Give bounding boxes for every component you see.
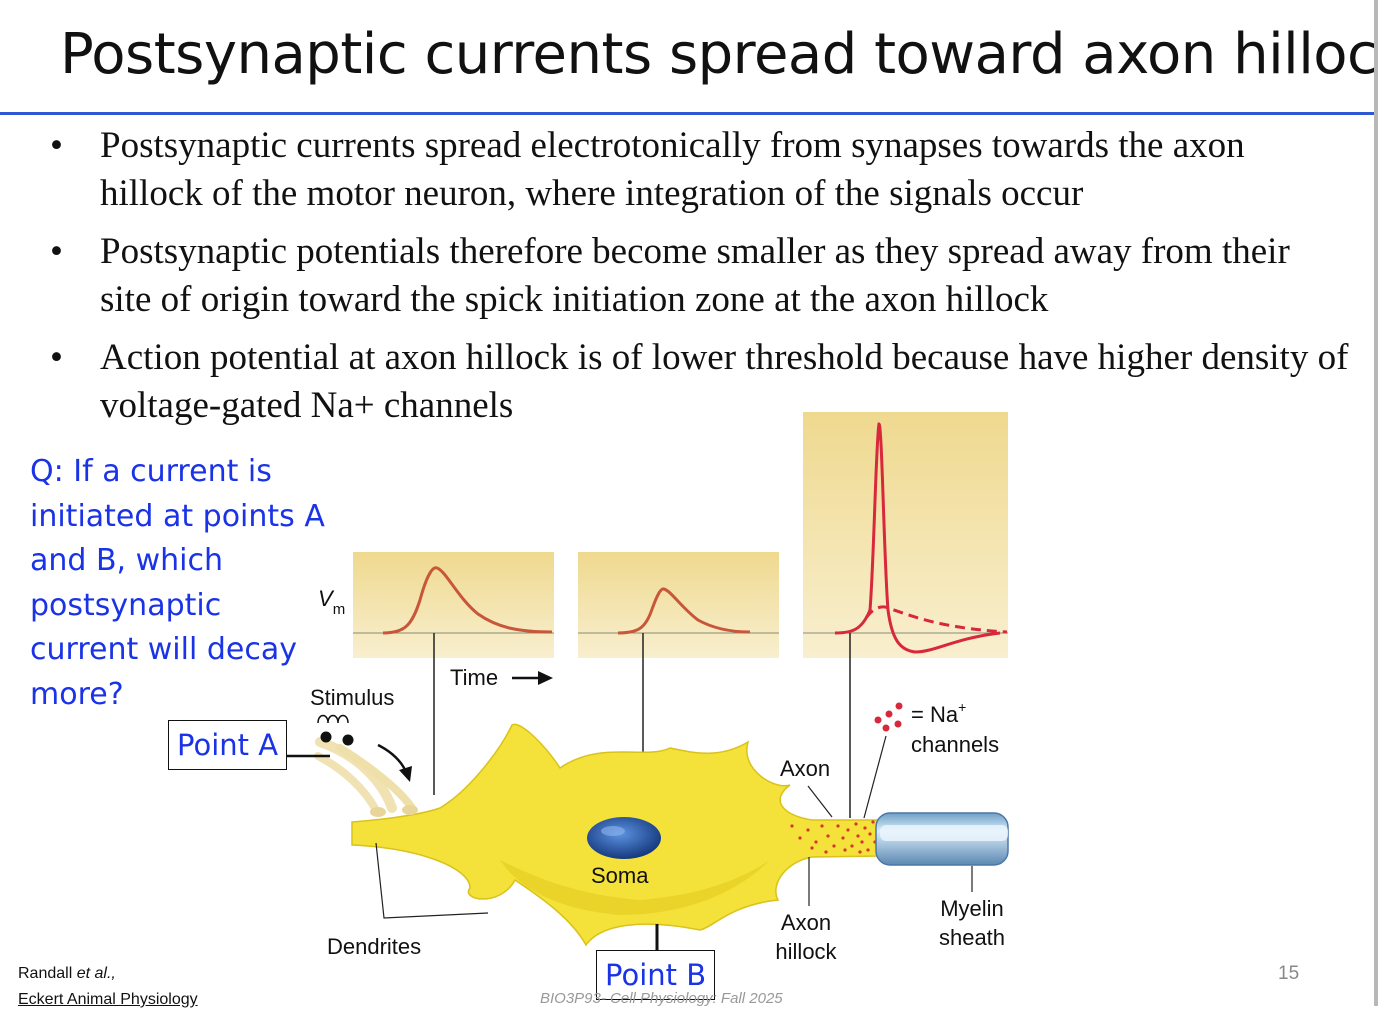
slide-footer: BIO3P93- Cell Physiology: Fall 2025	[540, 990, 783, 1007]
vm-label: Vm	[318, 586, 345, 618]
stimulus-arrow	[377, 743, 408, 773]
citation-book: Eckert Animal Physiology	[18, 991, 198, 1008]
bullet-marker: •	[50, 231, 63, 272]
na-legend-leader	[863, 735, 887, 819]
na-legend-label: = Na+	[911, 699, 966, 727]
bullet-text: Postsynaptic currents spread electrotoni…	[100, 125, 1245, 214]
soma-label: Soma	[591, 863, 649, 888]
dendrite-spine	[314, 752, 380, 814]
bullet-text: Action potential at axon hillock is of l…	[100, 337, 1349, 426]
soma-shading	[500, 860, 770, 915]
bullet-text: Postsynaptic potentials therefore become…	[100, 231, 1290, 320]
title-divider	[0, 112, 1374, 115]
myelin-label-line2: sheath	[939, 925, 1005, 950]
axon-leader	[807, 785, 833, 818]
axon-label: Axon	[780, 756, 830, 781]
page-number: 15	[1278, 963, 1300, 984]
bullet-item: • Postsynaptic currents spread electroton…	[40, 122, 1350, 218]
myelin-inner	[880, 825, 1008, 841]
na-channels-label: channels	[911, 732, 999, 757]
subthreshold-trace	[864, 605, 1008, 634]
na-channel-dots	[790, 820, 879, 854]
bullet-item: • Action potential at axon hillock is of …	[40, 334, 1350, 430]
epsp-trace-dendrite	[382, 566, 553, 635]
nucleus	[587, 817, 661, 859]
bullet-list: • Postsynaptic currents spread electroton…	[40, 122, 1350, 440]
bullet-item: • Postsynaptic potentials therefore becom…	[40, 228, 1350, 324]
nucleus-highlight	[601, 826, 625, 836]
trace-panel-hillock	[803, 412, 1008, 658]
epsp-trace-soma	[617, 587, 751, 635]
question-text: Q: If a current is initiated at points A…	[30, 454, 325, 712]
trace-panel-soma	[578, 552, 779, 658]
synaptic-bouton	[370, 807, 386, 817]
bullet-marker: •	[50, 125, 63, 166]
dendrite-spine	[336, 744, 416, 812]
dendrites-label: Dendrites	[327, 934, 421, 959]
action-potential-trace	[834, 422, 1001, 654]
stimulus-label: Stimulus	[310, 685, 394, 710]
axon-hillock-label: Axon	[781, 910, 831, 935]
axon-hillock-label-line2: hillock	[775, 939, 837, 964]
point-b-label: Point B	[596, 950, 716, 1000]
slide-title: Postsynaptic currents spread toward axon…	[60, 22, 1378, 87]
synaptic-bouton	[402, 805, 418, 815]
citation-et-al: et al.,	[76, 965, 116, 982]
stimulus-electrode-icon	[317, 714, 354, 746]
bullet-marker: •	[50, 337, 63, 378]
point-a-label: Point A	[168, 720, 288, 770]
stimulus-arrowhead	[399, 766, 412, 782]
slide-edge	[1374, 0, 1378, 1006]
citation: Randall et al., Eckert Animal Physiology	[18, 961, 198, 1013]
na-legend-icon	[874, 702, 903, 732]
citation-authors: Randall	[18, 965, 73, 982]
dendrites-leader	[375, 842, 489, 919]
trace-panel-dendrite	[353, 552, 554, 658]
myelin-label: Myelin	[940, 896, 1004, 921]
time-label: Time	[450, 665, 498, 690]
time-arrowhead	[538, 671, 553, 685]
